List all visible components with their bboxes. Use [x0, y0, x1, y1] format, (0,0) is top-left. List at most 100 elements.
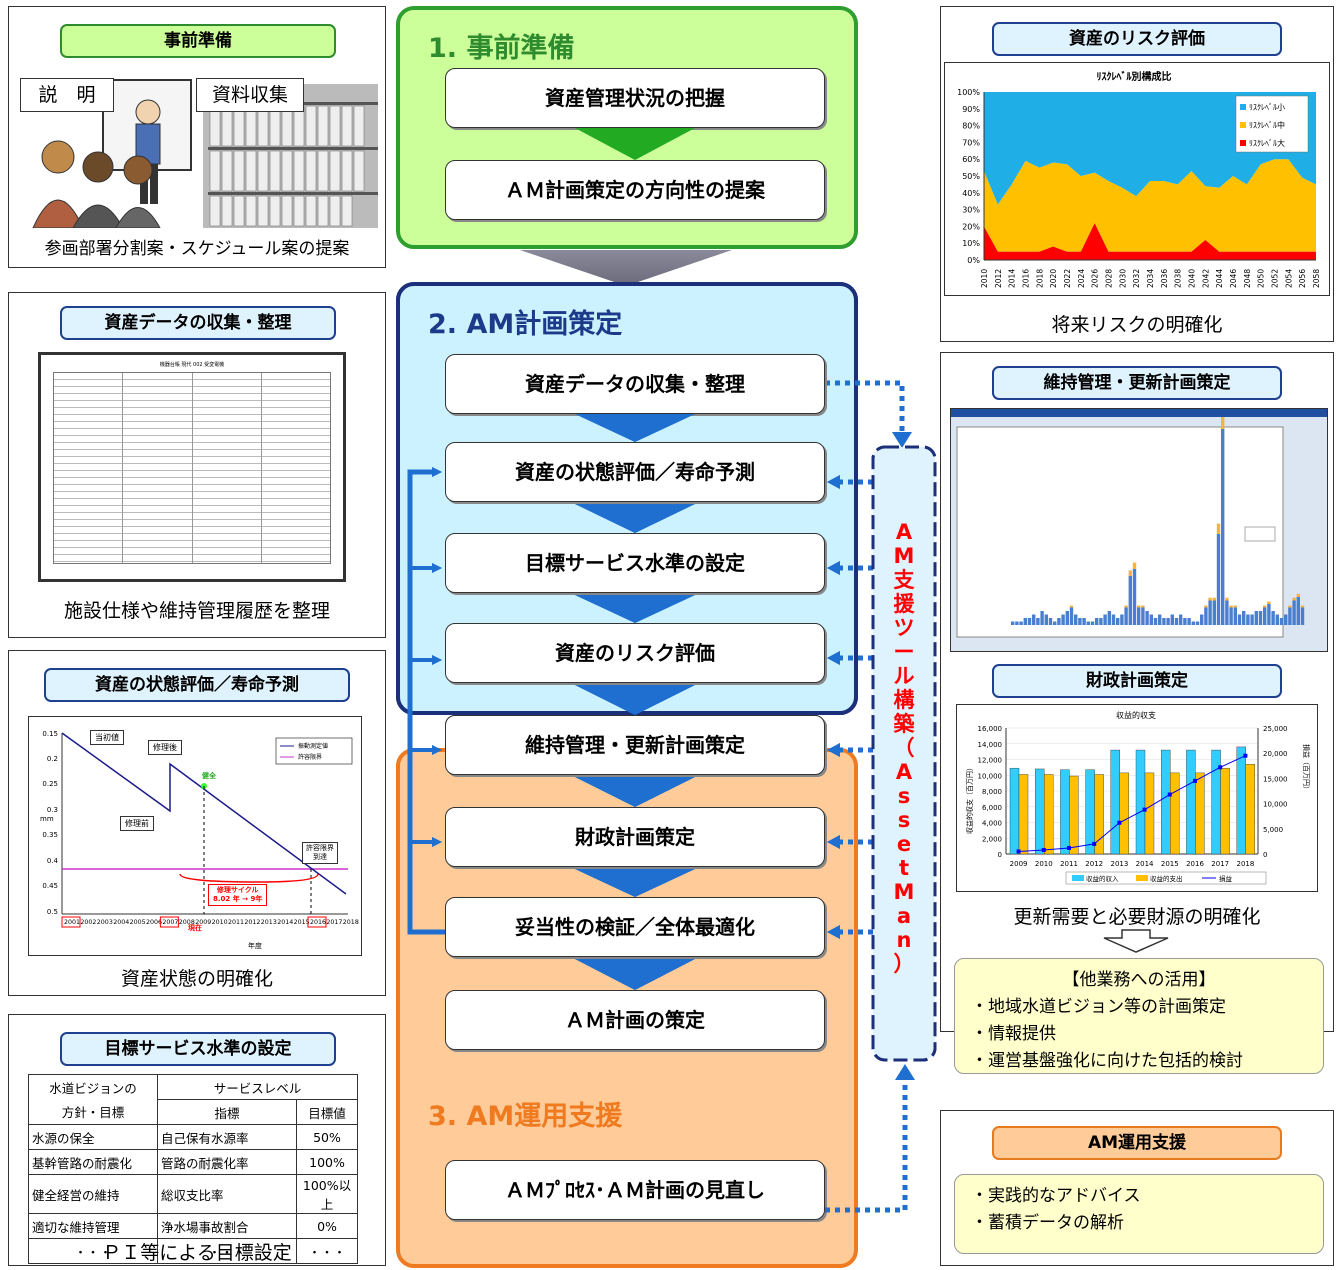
am-title: AM運用支援 — [992, 1126, 1282, 1160]
maint-bar-top — [1132, 562, 1137, 569]
maint-bar — [1090, 621, 1095, 625]
svg-text:0.15: 0.15 — [42, 730, 58, 738]
fin-chart: 収益的収支02,0004,0006,0008,00010,00012,00014… — [956, 704, 1318, 892]
fin-legend-swatch — [1136, 875, 1148, 881]
fin-y2-tick: 20,000 — [1263, 750, 1288, 758]
maint-bar-top — [1300, 605, 1305, 608]
fin-legend-label: 損益 — [1219, 874, 1233, 883]
risk-x-tick: 2034 — [1146, 269, 1155, 288]
fin-point — [1243, 753, 1248, 758]
fin-bar-expense — [1018, 774, 1029, 855]
table-cell: 100%以上 — [296, 1174, 358, 1214]
risk-y-tick: 70% — [962, 138, 980, 147]
maint-bar-top — [1263, 605, 1267, 608]
risk-legend-label: ﾘｽｸﾚﾍﾞﾙ大 — [1249, 138, 1285, 148]
step-maintenance-top[interactable]: 維持管理・更新計画策定 — [445, 715, 825, 775]
maint-bar — [1216, 534, 1221, 625]
risk-x-tick: 2018 — [1035, 269, 1044, 288]
fin-point — [1067, 845, 1071, 850]
maint-bar — [1221, 429, 1225, 625]
fin-x-tick: 2017 — [1211, 860, 1229, 868]
step-am-direction[interactable]: ＡＭ計画策定の方向性の提案 — [445, 160, 825, 220]
cond-x-tick: 2008 — [179, 919, 195, 926]
usage-item-2: ・運営基盤強化に向けた包括的検討 — [971, 1051, 1243, 1071]
maint-bar — [1229, 607, 1233, 625]
prep-title: 事前準備 — [60, 24, 336, 58]
risk-x-tick: 2030 — [1118, 269, 1127, 288]
cond-caption: 資産状態の明確化 — [120, 968, 273, 990]
table-cell: 浄水場事故割合 — [157, 1213, 297, 1239]
risk-area-2 — [984, 92, 1316, 205]
stage-3-title: 3. AM運用支援 — [428, 1101, 623, 1132]
maint-bar — [1258, 611, 1263, 625]
table-cell: 自己保有水源率 — [157, 1124, 297, 1150]
risk-x-tick: 2036 — [1160, 269, 1169, 288]
risk-legend-swatch — [1240, 104, 1246, 110]
risk-x-tick: 2012 — [994, 269, 1003, 288]
step-data-collect-top[interactable]: 資産データの収集・整理 — [445, 354, 825, 414]
step-condition-top[interactable]: 資産の状態評価／寿命予測 — [445, 442, 825, 502]
am-tool-char: 援 — [893, 592, 915, 616]
maint-bar — [1027, 618, 1032, 625]
svg-text:0.4: 0.4 — [47, 857, 59, 865]
step-service-level-top[interactable]: 目標サービス水準の設定 — [445, 533, 825, 593]
maint-bar-top — [1128, 570, 1132, 576]
fin-bar-income — [1060, 769, 1070, 855]
fin-bar-expense — [1094, 774, 1104, 855]
maint-bar — [1116, 618, 1120, 625]
fin-ylabel: 収益的収支（百万円） — [965, 764, 974, 834]
step-finance-top[interactable]: 財政計画策定 — [445, 807, 825, 867]
risk-legend-label: ﾘｽｸﾚﾍﾞﾙ小 — [1249, 103, 1285, 112]
maint-bar — [1120, 614, 1124, 625]
step-risk-top[interactable]: 資産のリスク評価 — [445, 623, 825, 683]
risk-y-tick: 50% — [962, 172, 980, 181]
risk-legend-label: ﾘｽｸﾚﾍﾞﾙ中 — [1249, 120, 1285, 130]
cond-x-tick: 2015 — [294, 919, 310, 926]
maint-bar — [1019, 621, 1023, 625]
fin-bar-income — [1085, 769, 1095, 855]
fin-y-tick: 6,000 — [982, 804, 1002, 812]
fin-bar-expense — [1043, 774, 1054, 855]
am-item-0: ・実践的なアドバイス — [971, 1186, 1141, 1206]
maint-bar — [1074, 614, 1078, 625]
fin-y2-tick: 15,000 — [1263, 775, 1288, 783]
am-tool-char: ） — [893, 952, 915, 976]
risk-x-tick: 2026 — [1091, 269, 1100, 288]
step-validation-top[interactable]: 妥当性の検証／全体最適化 — [445, 897, 825, 957]
cond-x-tick: 2001 — [64, 919, 80, 926]
risk-y-tick: 0% — [967, 256, 980, 265]
fin-legend-label: 収益的収入 — [1086, 874, 1119, 883]
target-table: 水道ビジョンの サービスレベル 方針・目標 指標 目標値 水源の保全自己保有水源… — [28, 1074, 358, 1264]
risk-x-tick: 2054 — [1284, 269, 1293, 288]
fin-legend-label: 収益的支出 — [1150, 874, 1183, 883]
fin-x-tick: 2014 — [1136, 860, 1154, 868]
table-cell: 基幹管路の耐震化 — [28, 1149, 158, 1175]
risk-y-tick: 80% — [962, 122, 980, 131]
maint-bar — [1078, 618, 1082, 625]
label-setsumei: 説 明 — [20, 78, 114, 112]
step-asset-status[interactable]: 資産管理状況の把握 — [445, 68, 825, 128]
maint-bar — [1166, 618, 1170, 625]
maint-chart — [956, 406, 1305, 638]
cond-x-tick: 2017 — [326, 919, 342, 926]
step-am-review[interactable]: ＡＭﾌﾟﾛｾｽ･ＡＭ計画の見直し — [445, 1160, 825, 1220]
table-cell: 管路の耐震化率 — [157, 1149, 297, 1175]
maint-bar — [1124, 607, 1128, 625]
usage-item-1: ・情報提供 — [971, 1024, 1056, 1044]
stage-1-title: 1. 事前準備 — [428, 33, 575, 64]
maint-bar-top — [1208, 597, 1212, 601]
maint-bar — [1246, 614, 1250, 625]
th-target: 目標値 — [296, 1099, 358, 1125]
step-am-plan-top[interactable]: ＡＭ計画の策定 — [445, 990, 825, 1050]
maint-bar — [1187, 618, 1191, 625]
maint-bar — [1288, 607, 1292, 625]
fin-x-tick: 2010 — [1035, 860, 1053, 868]
fin-point — [1167, 792, 1172, 797]
down-arrow-icon — [1103, 929, 1169, 953]
risk-y-tick: 100% — [957, 88, 980, 97]
maint-legend — [1244, 526, 1276, 542]
am-tool-char: 構 — [893, 688, 915, 712]
fin-bar-income — [1135, 749, 1146, 855]
